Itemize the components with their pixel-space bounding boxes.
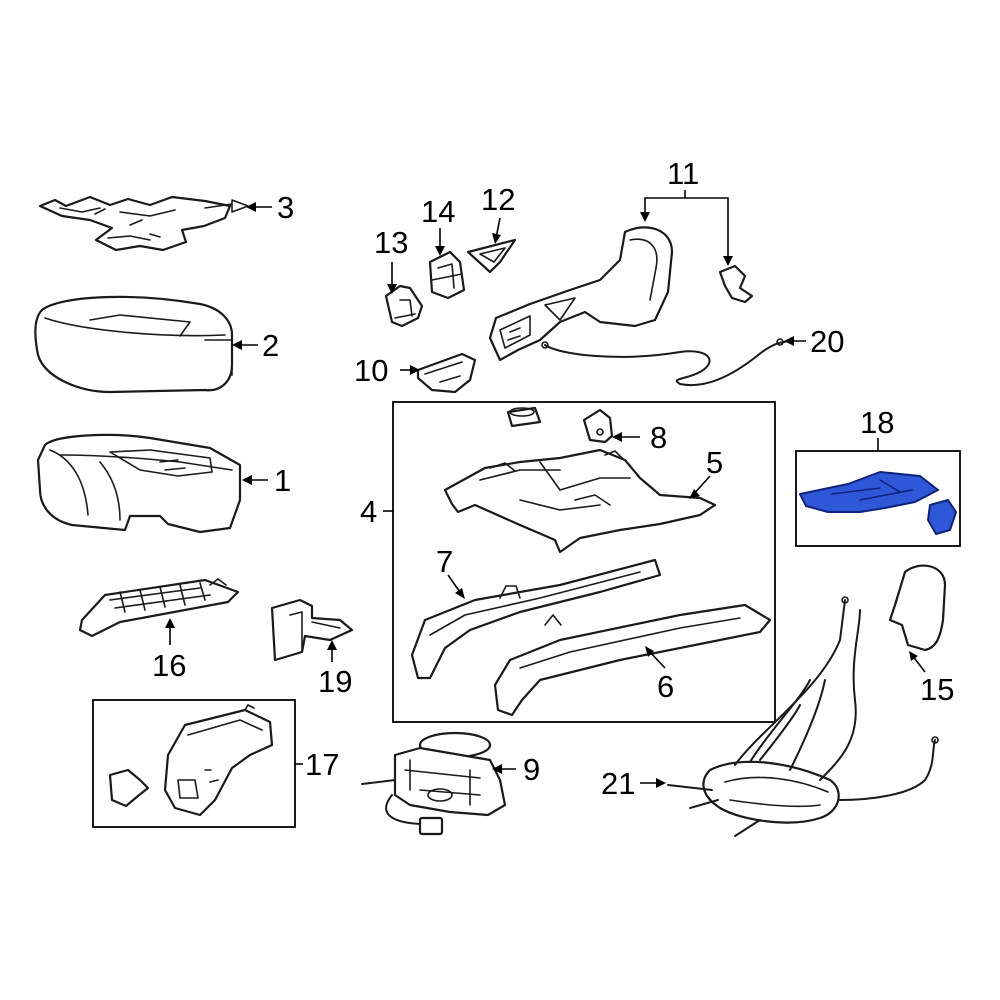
bumper[interactable] [506, 406, 542, 428]
callout-11: 11 [667, 156, 699, 191]
leader-9 [492, 764, 516, 774]
callout-14: 14 [421, 194, 455, 229]
callout-12: 12 [481, 182, 515, 217]
callout-9: 9 [523, 752, 540, 787]
callout-15: 15 [920, 672, 954, 707]
part-18-clip [927, 499, 957, 535]
leader-15 [909, 651, 926, 673]
callout-16: 16 [152, 648, 186, 683]
part-20-cable[interactable] [541, 338, 786, 387]
callout-3: 3 [277, 190, 294, 225]
leader-3 [246, 202, 272, 212]
part-7-seat-track[interactable] [410, 558, 662, 680]
leader-1 [242, 475, 268, 485]
leader-6 [645, 646, 666, 669]
part-5-seat-frame[interactable] [443, 448, 717, 554]
part-1-cushion-cover[interactable] [36, 433, 242, 534]
leader-16 [165, 618, 175, 645]
leader-14 [435, 228, 445, 256]
leader-12 [492, 217, 501, 244]
callout-21: 21 [601, 766, 635, 801]
leader-21 [640, 778, 666, 788]
part-2-cushion-pad[interactable] [34, 295, 234, 394]
leader-19 [327, 640, 337, 662]
callout-4: 4 [360, 494, 377, 529]
part-11-shield[interactable] [488, 226, 674, 362]
leader-2 [232, 340, 258, 350]
part-18-body [799, 471, 939, 513]
callout-20: 20 [810, 324, 844, 359]
callout-18: 18 [860, 405, 894, 440]
part-17-cover-set[interactable] [108, 704, 274, 817]
callout-13: 13 [374, 225, 408, 260]
box-4 [392, 401, 776, 723]
part-14-clip[interactable] [428, 250, 466, 300]
callout-5: 5 [706, 445, 723, 480]
callout-10: 10 [354, 353, 388, 388]
leader-20 [784, 336, 806, 346]
part-15-cover[interactable] [888, 564, 947, 652]
part-12-clip[interactable] [466, 238, 517, 274]
part-21-wire-harness[interactable] [667, 596, 939, 837]
leader-7 [447, 574, 465, 599]
part-19-bracket[interactable] [270, 598, 354, 662]
leader-10 [400, 365, 420, 375]
leader-13 [387, 262, 397, 294]
leader-5 [689, 475, 711, 499]
part-3-seat-heater[interactable] [38, 195, 249, 252]
part-18-highlighted-part[interactable] [799, 471, 957, 535]
callout-6: 6 [657, 669, 674, 704]
leader-11 [640, 190, 733, 266]
part-11-clip[interactable] [718, 264, 754, 304]
part-6-seat-track[interactable] [493, 603, 772, 717]
callout-1: 1 [274, 463, 291, 498]
callout-17: 17 [305, 747, 339, 782]
part-16-bracket[interactable] [78, 578, 240, 638]
callout-19: 19 [318, 664, 352, 699]
part-10-cover[interactable] [416, 352, 477, 394]
leader-8 [612, 432, 640, 442]
part-9-motor[interactable] [361, 731, 507, 836]
part-13-clip[interactable] [384, 284, 424, 328]
part-8-bracket[interactable] [582, 408, 614, 444]
callout-8: 8 [650, 420, 667, 455]
callout-7: 7 [436, 544, 453, 579]
callout-2: 2 [262, 328, 279, 363]
